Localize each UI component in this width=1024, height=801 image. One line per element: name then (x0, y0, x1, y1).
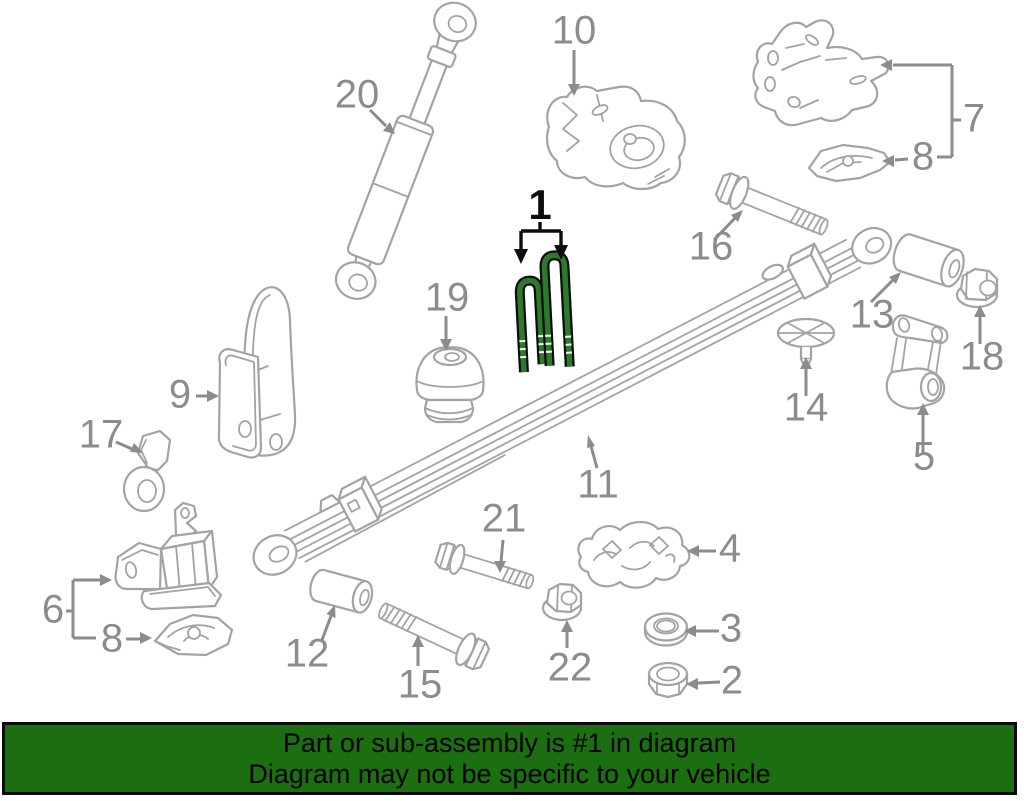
callout-16-label: 16 (689, 225, 734, 269)
callout-6-label: 6 (42, 588, 64, 632)
hanger-bracket-9-drawing (217, 286, 297, 459)
flange-nut-2-drawing (647, 661, 689, 699)
callout-7-bracket (880, 59, 961, 167)
callout-11-arrow (587, 435, 599, 469)
callout-21-label: 21 (482, 497, 527, 541)
u-bolt-right-drawing (539, 250, 575, 367)
flange-nut-18-drawing (955, 267, 999, 309)
callout-8-top-label: 8 (912, 135, 934, 179)
info-banner: Part or sub-assembly is #1 in diagram Di… (2, 722, 1017, 795)
callout-3-arrow (684, 625, 719, 637)
banner-line-2: Diagram may not be specific to your vehi… (248, 758, 771, 789)
hanger-bracket-6-drawing (114, 501, 223, 611)
spacer-bracket-bottom-drawing (153, 613, 234, 657)
callout-15-arrow (412, 635, 424, 666)
callout-5-label: 5 (913, 435, 935, 479)
callout-17-arrow (115, 440, 143, 453)
callout-19-arrow (440, 316, 452, 351)
callout-8-bottom-label: 8 (101, 617, 123, 661)
flange-nut-22-drawing (541, 582, 583, 622)
spacer-bracket-top-drawing (807, 143, 892, 183)
washer-3-drawing (643, 612, 689, 647)
banner-line-1: Part or sub-assembly is #1 in diagram (282, 727, 737, 758)
callout-14-arrow (800, 357, 812, 396)
callout-9-label: 9 (169, 373, 191, 417)
bolt-21-drawing (434, 541, 535, 590)
bolt-16-drawing (714, 172, 829, 236)
callout-20-label: 20 (335, 73, 380, 117)
callout-3-label: 3 (720, 607, 742, 651)
crossmember-bracket-drawing (752, 19, 890, 127)
bump-stop-drawing (415, 346, 485, 424)
callout-11-label: 11 (577, 463, 619, 507)
callout-12-arrow (320, 605, 336, 641)
callout-21-arrow (494, 539, 506, 573)
bolt-15-drawing (378, 602, 491, 671)
callout-7-label: 7 (963, 97, 985, 141)
callout-18-arrow (974, 305, 986, 344)
callout-19-label: 19 (425, 276, 470, 320)
bushing-12-drawing (309, 568, 374, 614)
callout-4-arrow (687, 545, 716, 557)
shackle-drawing (885, 314, 949, 410)
callout-15-label: 15 (398, 663, 443, 707)
callout-20-arrow (368, 108, 395, 134)
callout-13-arrow (869, 272, 901, 304)
callout-9-arrow (196, 390, 219, 402)
callout-6-bracket (66, 574, 152, 644)
callout-22-label: 22 (548, 646, 593, 690)
callout-1-label: 1 (528, 181, 551, 228)
shock-absorber-drawing (334, 1, 477, 300)
callout-16-arrow (712, 210, 743, 242)
callout-4-label: 4 (719, 527, 741, 571)
callout-5-arrow (917, 403, 929, 454)
latch-17-drawing (122, 429, 172, 513)
callout-10-label: 10 (552, 9, 597, 53)
callout-17-label: 17 (79, 413, 124, 457)
callout-22-arrow (561, 620, 573, 648)
callout-2-arrow (686, 678, 721, 690)
bushing-13-drawing (892, 233, 965, 288)
frame-bracket-drawing (546, 85, 686, 191)
callout-18-label: 18 (960, 335, 1005, 379)
u-bolt-left-drawing (514, 275, 548, 373)
spring-plate-4-drawing (577, 520, 691, 589)
callout-13-label: 13 (850, 293, 895, 337)
callout-10-arrow (568, 50, 580, 96)
leaf-spring-drawing (252, 226, 893, 576)
callout-1-bracket (514, 222, 568, 264)
u-bolt-pair-drawing (514, 250, 575, 373)
callout-14-label: 14 (784, 386, 829, 430)
callout-12-label: 12 (285, 632, 330, 676)
callout-2-label: 2 (721, 659, 743, 703)
